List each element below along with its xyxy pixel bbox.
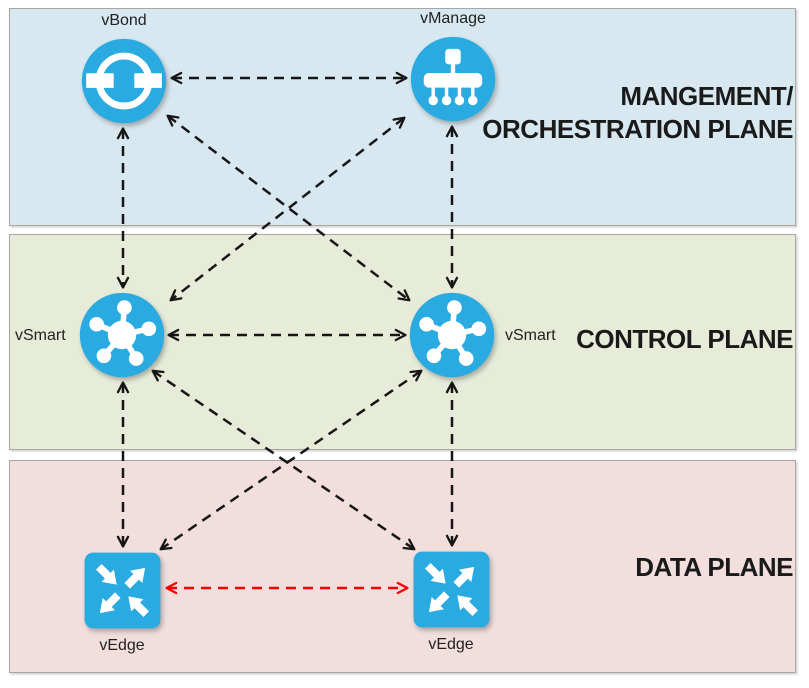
vedge-left-label: vEdge — [99, 637, 145, 654]
vmanage-icon — [410, 36, 496, 122]
vedge-right-label: vEdge — [428, 636, 474, 653]
vedge-icon — [84, 552, 161, 629]
vsmart-left-label: vSmart — [15, 327, 66, 344]
node-vedge-right — [412, 550, 491, 629]
vsmart-icon — [79, 292, 165, 378]
vbond-icon — [81, 38, 167, 124]
node-vmanage — [410, 36, 496, 122]
node-vbond — [81, 38, 167, 124]
plane-title-data: DATA PLANE — [635, 552, 793, 582]
node-vsmart-left — [79, 292, 165, 378]
node-vsmart-right — [409, 292, 495, 378]
vbond-label: vBond — [101, 12, 147, 29]
plane-title-management-line1: MANGEMENT/ — [620, 81, 793, 111]
node-vedge-left — [83, 551, 162, 630]
vsmart-right-label: vSmart — [505, 327, 556, 344]
vedge-icon — [413, 551, 490, 628]
plane-title-management: MANGEMENT/ ORCHESTRATION PLANE — [482, 80, 793, 146]
vsmart-icon — [409, 292, 495, 378]
vmanage-label: vManage — [420, 10, 486, 27]
plane-title-control: CONTROL PLANE — [576, 324, 793, 354]
plane-title-management-line2: ORCHESTRATION PLANE — [482, 114, 793, 144]
